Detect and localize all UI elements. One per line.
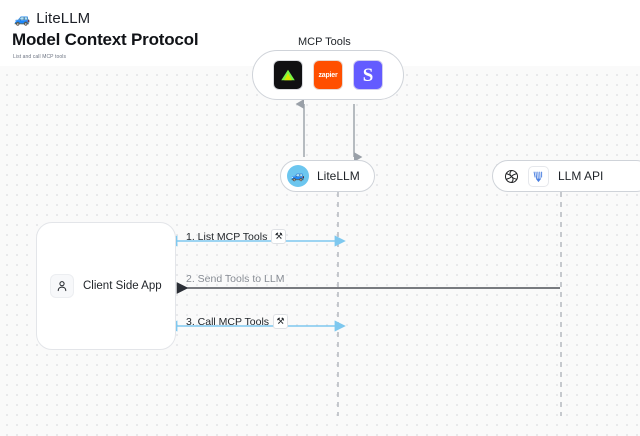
node-llm-api-label: LLM API	[558, 169, 604, 183]
tool-chip-linear[interactable]	[273, 60, 303, 90]
brand: 🚙 LiteLLM	[14, 8, 90, 28]
car-logo-icon: 🚙	[14, 10, 31, 26]
edge-label-step-3: 3. Call MCP Tools ⚒	[186, 314, 289, 329]
node-llm-api[interactable]: LLM API	[492, 160, 640, 192]
page-subtitle: List and call MCP tools	[13, 54, 67, 60]
openai-icon	[501, 165, 522, 187]
stripe-s-icon: S	[362, 64, 374, 86]
edge-label-step-1-text: 1. List MCP Tools	[186, 230, 268, 243]
tool-chip-zapier[interactable]: zapier	[313, 60, 343, 90]
node-litellm[interactable]: 🚙 LiteLLM	[280, 160, 375, 192]
litellm-avatar-icon: 🚙	[287, 165, 309, 187]
node-litellm-label: LiteLLM	[317, 169, 360, 183]
edge-label-step-2-text: 2. Send Tools to LLM	[186, 273, 285, 285]
tools-icon: ⚒	[273, 314, 289, 329]
brand-name: LiteLLM	[36, 9, 91, 27]
person-icon	[50, 274, 74, 298]
edge-label-step-2: 2. Send Tools to LLM	[186, 273, 284, 285]
edge-label-step-1: 1. List MCP Tools ⚒	[186, 229, 287, 244]
tools-icon: ⚒	[271, 229, 287, 244]
node-client-label: Client Side App	[83, 280, 162, 292]
mcp-tools-title: MCP Tools	[298, 36, 351, 48]
anthropic-icon	[528, 165, 549, 187]
mcp-tools-group[interactable]: zapier S	[252, 50, 404, 100]
linear-triangle-icon	[281, 69, 295, 81]
edge-label-step-3-text: 3. Call MCP Tools	[186, 315, 270, 328]
zapier-icon: zapier	[318, 71, 338, 79]
node-client-side-app[interactable]: Client Side App	[36, 222, 176, 350]
tool-chip-stripe[interactable]: S	[353, 60, 383, 90]
page-title: Model Context Protocol	[12, 30, 199, 49]
diagram-canvas	[0, 66, 640, 436]
